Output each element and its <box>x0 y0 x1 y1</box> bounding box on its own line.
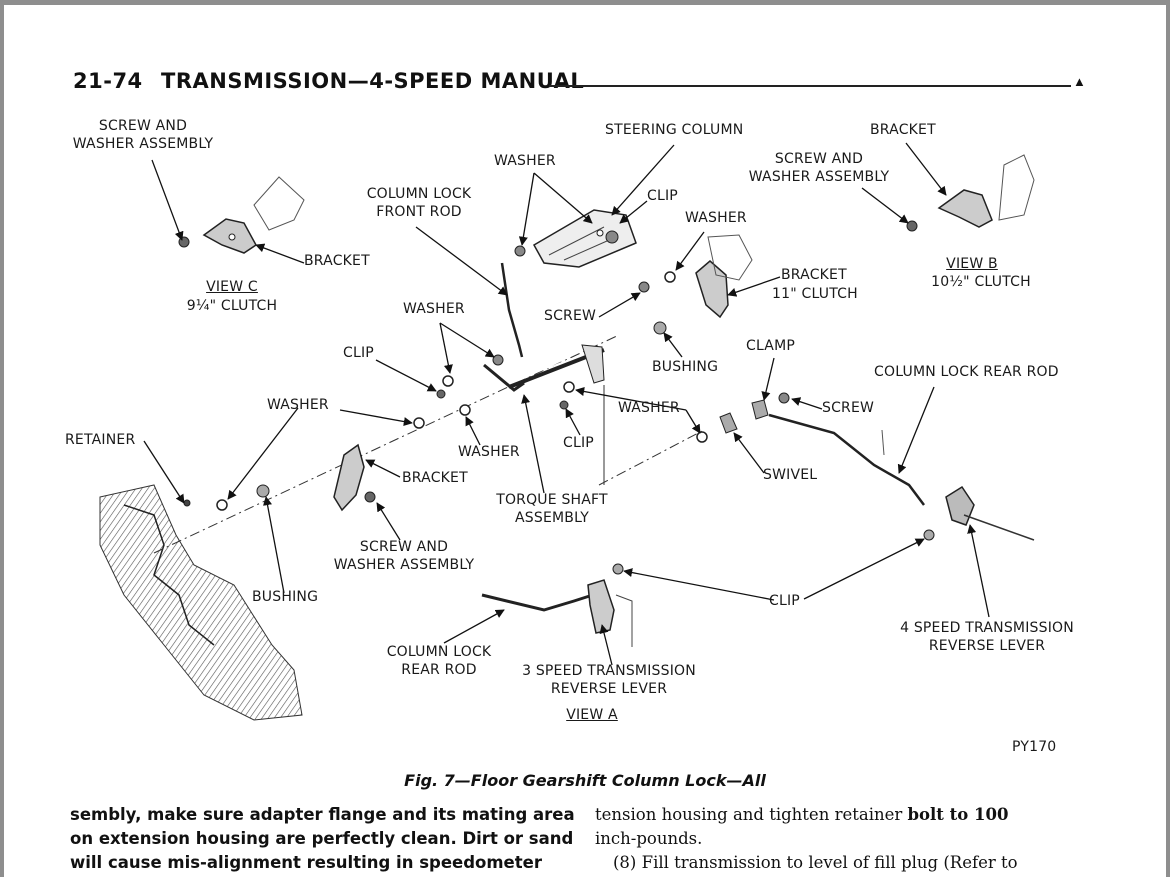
label-3-speed-reverse-lever: 3 SPEED TRANSMISSION REVERSE LEVER <box>522 663 696 697</box>
body-right-line-3: (8) Fill transmission to level of fill p… <box>613 853 1018 872</box>
label-column-lock-rear-rod-bottom: COLUMN LOCK REAR ROD <box>386 644 492 678</box>
label-swivel: SWIVEL <box>763 467 818 483</box>
bracket-11-clutch <box>695 234 753 319</box>
steering-column-part <box>532 209 637 268</box>
label-washer-center: WASHER <box>458 444 520 460</box>
label-steering-column: STEERING COLUMN <box>605 122 744 138</box>
label-torque-shaft-assembly: TORQUE SHAFT ASSEMBLY <box>496 492 608 526</box>
body-text-right: tension housing and tighten retainer bol… <box>595 803 1085 875</box>
figure-caption: Fig. 7—Floor Gearshift Column Lock—All <box>404 771 766 790</box>
label-view-a: VIEW A <box>566 707 618 723</box>
label-bracket-11: BRACKET <box>781 267 847 283</box>
torque-shaft-part <box>483 344 605 392</box>
label-bracket-view-b-top: BRACKET <box>870 122 936 138</box>
body-right-line-1-b: bolt to 100 <box>907 805 1009 824</box>
label-bracket-lower: BRACKET <box>402 470 468 486</box>
body-left-line-2: on extension housing are perfectly clean… <box>70 829 574 848</box>
label-clutch-11: 11" CLUTCH <box>772 286 858 302</box>
page-title: TRANSMISSION—4-SPEED MANUAL <box>161 69 585 93</box>
leader-lines <box>143 142 990 666</box>
floor-pan <box>99 484 303 721</box>
label-clip-top: CLIP <box>647 188 678 204</box>
label-bushing-mid: BUSHING <box>652 359 719 375</box>
swivel-clamp <box>719 399 769 434</box>
label-clutch-view-b: 10½" CLUTCH <box>931 274 1031 290</box>
label-washer-top: WASHER <box>494 153 556 169</box>
label-screw-clamp: SCREW <box>822 400 875 416</box>
manual-page: 21-74 TRANSMISSION—4-SPEED MANUAL ▲ <box>4 5 1166 877</box>
body-right-line-2: inch-pounds. <box>595 829 703 848</box>
body-left-line-3: will cause mis-alignment resulting in sp… <box>70 853 542 872</box>
label-4-speed-reverse-lever: 4 SPEED TRANSMISSION REVERSE LEVER <box>900 620 1074 654</box>
label-view-b: VIEW B <box>946 256 998 272</box>
label-screw-mid: SCREW <box>544 308 597 324</box>
label-retainer: RETAINER <box>65 432 136 448</box>
body-right-line-1: tension housing and tighten retainer bol… <box>595 803 1085 827</box>
bracket-view-c <box>202 176 305 254</box>
label-washer-right: WASHER <box>685 210 747 226</box>
label-bracket-view-c: BRACKET <box>304 253 370 269</box>
column-lock-diagram <box>99 142 1035 721</box>
label-screw-washer-lower: SCREW AND WASHER ASSEMBLY <box>333 539 475 573</box>
body-text-left: sembly, make sure adapter flange and its… <box>70 803 575 875</box>
label-screw-washer-view-c: SCREW AND WASHER ASSEMBLY <box>72 118 214 152</box>
reverse-lever-3-speed <box>481 579 633 647</box>
label-bushing-lower: BUSHING <box>252 589 319 605</box>
label-washer-swivel: WASHER <box>618 400 680 416</box>
figure-code: PY170 <box>1012 739 1057 755</box>
header-rule <box>549 85 1071 87</box>
label-screw-washer-view-b: SCREW AND WASHER ASSEMBLY <box>748 151 890 185</box>
label-clip-bottom: CLIP <box>769 593 800 609</box>
bracket-view-b <box>937 154 1035 228</box>
label-clutch-view-c: 9¼" CLUTCH <box>186 298 278 314</box>
label-clip-left: CLIP <box>343 345 374 361</box>
label-column-lock-front-rod: COLUMN LOCK FRONT ROD <box>366 186 472 220</box>
page-number: 21-74 <box>73 69 143 93</box>
label-washer-left: WASHER <box>267 397 329 413</box>
body-left-line-1: sembly, make sure adapter flange and its… <box>70 805 575 824</box>
label-washer-mid: WASHER <box>403 301 465 317</box>
label-clip-center: CLIP <box>563 435 594 451</box>
reverse-lever-4-speed <box>881 429 1035 541</box>
hardware-parts <box>178 220 935 575</box>
label-clamp: CLAMP <box>746 338 795 354</box>
header-end-mark: ▲ <box>1073 74 1086 89</box>
label-column-lock-rear-rod-top: COLUMN LOCK REAR ROD <box>874 364 1059 380</box>
bracket-lower <box>333 443 365 512</box>
body-right-line-1-a: tension housing and tighten retainer <box>595 805 908 824</box>
label-view-c: VIEW C <box>206 279 258 295</box>
